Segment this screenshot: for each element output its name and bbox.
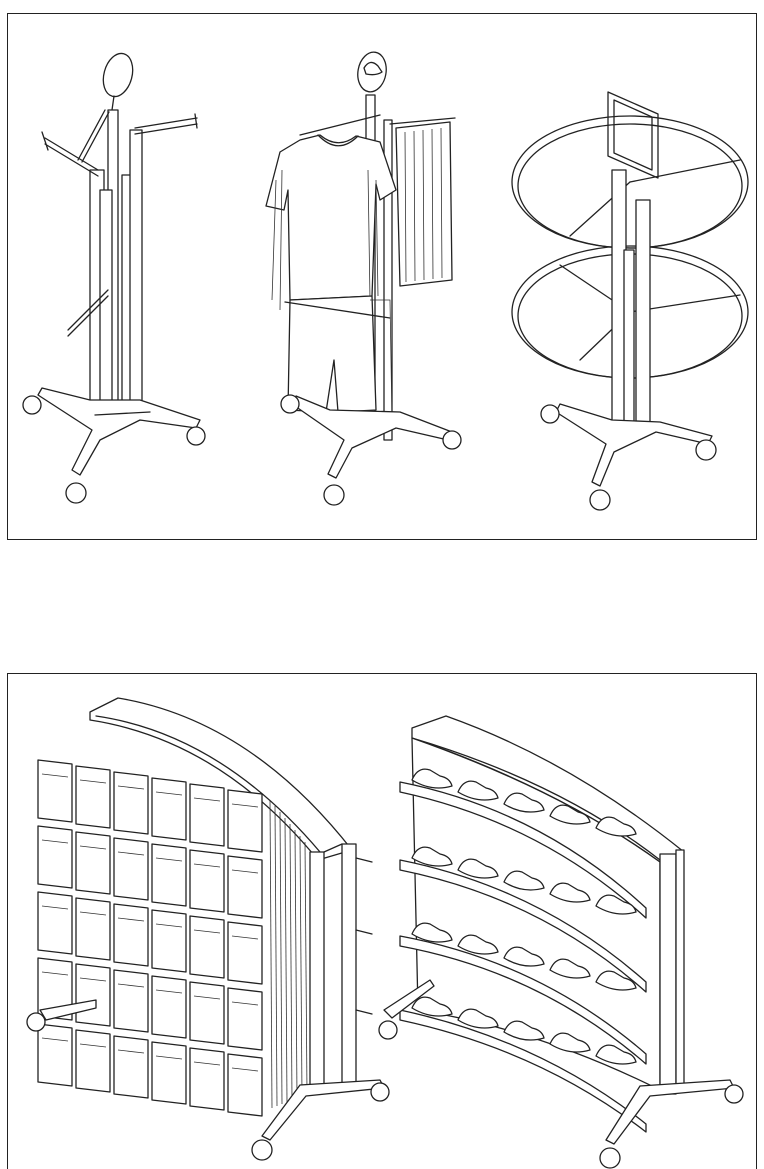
hanging-bag xyxy=(37,759,73,823)
hanging-bag xyxy=(151,909,187,973)
bag-stack-edge xyxy=(299,835,303,1097)
bag-fold-line xyxy=(79,911,107,916)
hanging-bag xyxy=(75,831,111,895)
shoe-grid xyxy=(411,768,637,1065)
shoe xyxy=(503,1020,545,1041)
shoe xyxy=(457,780,499,801)
shoe-shelf-gondola-base xyxy=(378,979,744,1169)
bag-fold-line xyxy=(231,1067,259,1072)
hanging-bag xyxy=(189,981,225,1045)
hanging-bag xyxy=(113,969,149,1033)
bag-fold-line xyxy=(79,779,107,784)
shoe xyxy=(411,846,453,867)
shoe xyxy=(595,816,637,837)
hanging-bag xyxy=(227,789,263,853)
shoe xyxy=(411,922,453,943)
hanging-bag xyxy=(113,903,149,967)
shoe xyxy=(503,792,545,813)
bag-stack-edge xyxy=(304,841,308,1095)
bag-fold-line xyxy=(193,863,221,868)
bag-stack-edge xyxy=(274,805,278,1107)
bag-fold-line xyxy=(193,995,221,1000)
hanging-bag xyxy=(37,825,73,889)
shoe xyxy=(411,768,453,789)
round-two-tier-rack xyxy=(511,91,749,511)
bag-stack-edge xyxy=(279,811,283,1105)
hanging-bag xyxy=(227,1053,263,1117)
bag-fold-line xyxy=(117,917,145,922)
bag-fold-line xyxy=(155,989,183,994)
bag-fold-line xyxy=(117,1049,145,1054)
bag-fold-line xyxy=(117,785,145,790)
bag-fold-line xyxy=(117,983,145,988)
shoe xyxy=(595,894,637,915)
hanging-bag-gondola-base xyxy=(26,999,390,1161)
hanging-bag xyxy=(37,891,73,955)
shoe xyxy=(549,804,591,825)
bag-fold-line xyxy=(155,857,183,862)
shoe xyxy=(595,1044,637,1065)
t-shirt-shorts-rack xyxy=(265,51,462,506)
bag-fold-line xyxy=(79,1043,107,1048)
bag-stack-edge xyxy=(284,817,288,1103)
bag-fold-line xyxy=(231,1001,259,1006)
shoe xyxy=(457,1008,499,1029)
hanging-bag xyxy=(75,1029,111,1093)
hanging-bag-grid xyxy=(37,759,308,1117)
hanging-bag xyxy=(151,975,187,1039)
shoe xyxy=(411,996,453,1017)
hanging-bag xyxy=(113,837,149,901)
hanging-bag xyxy=(151,1041,187,1105)
bag-fold-line xyxy=(193,929,221,934)
hanging-bag xyxy=(37,957,73,1021)
bag-stack-edge xyxy=(269,799,273,1109)
bag-fold-line xyxy=(231,803,259,808)
bag-fold-line xyxy=(41,773,69,778)
bag-fold-line xyxy=(41,971,69,976)
bag-fold-line xyxy=(193,797,221,802)
four-way-arm-rack xyxy=(22,52,206,504)
shoe xyxy=(457,858,499,879)
hanging-bag xyxy=(189,849,225,913)
bag-fold-line xyxy=(41,1037,69,1042)
hanging-bag xyxy=(227,921,263,985)
shoe xyxy=(549,1032,591,1053)
hanging-bag xyxy=(151,843,187,907)
hanging-bag xyxy=(37,1023,73,1087)
bag-fold-line xyxy=(155,791,183,796)
hanging-bag xyxy=(151,777,187,841)
bag-fold-line xyxy=(41,839,69,844)
bag-fold-line xyxy=(231,935,259,940)
hanging-bag xyxy=(189,1047,225,1111)
bag-fold-line xyxy=(231,869,259,874)
bag-fold-line xyxy=(155,923,183,928)
bag-fold-line xyxy=(117,851,145,856)
shoe xyxy=(503,870,545,891)
bag-fold-line xyxy=(79,977,107,982)
bag-fold-line xyxy=(193,1061,221,1066)
hanging-bag xyxy=(75,765,111,829)
shoe xyxy=(549,958,591,979)
hanging-bag xyxy=(227,987,263,1051)
bag-stack-edge xyxy=(289,823,293,1101)
hanging-bag xyxy=(227,855,263,919)
bag-fold-line xyxy=(79,845,107,850)
hanging-bag xyxy=(189,783,225,847)
bag-stack-edge xyxy=(294,829,298,1099)
hanging-bag xyxy=(113,1035,149,1099)
shoe xyxy=(457,934,499,955)
shoe xyxy=(595,970,637,991)
hanging-bag xyxy=(75,897,111,961)
shoe xyxy=(549,882,591,903)
hanging-bag xyxy=(189,915,225,979)
bag-fold-line xyxy=(155,1055,183,1060)
shoe xyxy=(503,946,545,967)
bag-fold-line xyxy=(41,905,69,910)
bottom-panel xyxy=(7,673,757,1169)
hanging-bag xyxy=(113,771,149,835)
